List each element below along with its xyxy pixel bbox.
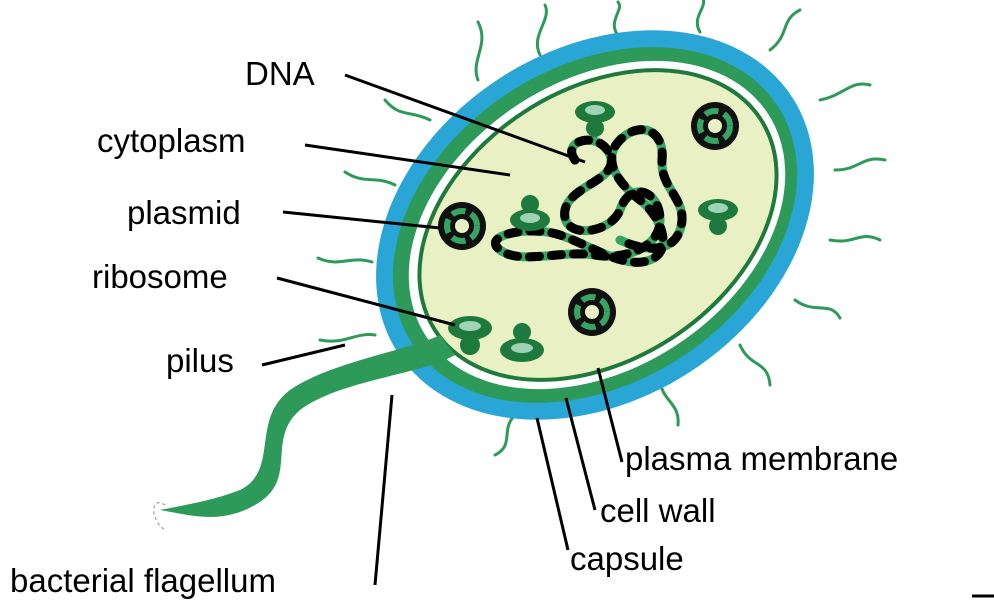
plasmid-label: plasmid bbox=[127, 194, 241, 231]
cell-wall-label: cell wall bbox=[600, 492, 716, 529]
plasma-membrane-label: plasma membrane bbox=[625, 440, 898, 477]
dna-label: DNA bbox=[245, 55, 315, 92]
flagellum-leader bbox=[375, 395, 392, 585]
capsule-leader bbox=[537, 418, 568, 550]
plasmid-bottom bbox=[568, 288, 616, 336]
plasmid-left bbox=[438, 202, 486, 250]
pilus-label: pilus bbox=[166, 342, 234, 379]
pilus-leader bbox=[262, 345, 345, 365]
flagellum-tip bbox=[154, 503, 165, 530]
flagellum-label: bacterial flagellum bbox=[10, 562, 276, 599]
capsule-label: capsule bbox=[570, 540, 684, 577]
plasmid-top-right bbox=[691, 102, 739, 150]
cytoplasm-label: cytoplasm bbox=[97, 122, 246, 159]
ribosome-label: ribosome bbox=[92, 258, 228, 295]
